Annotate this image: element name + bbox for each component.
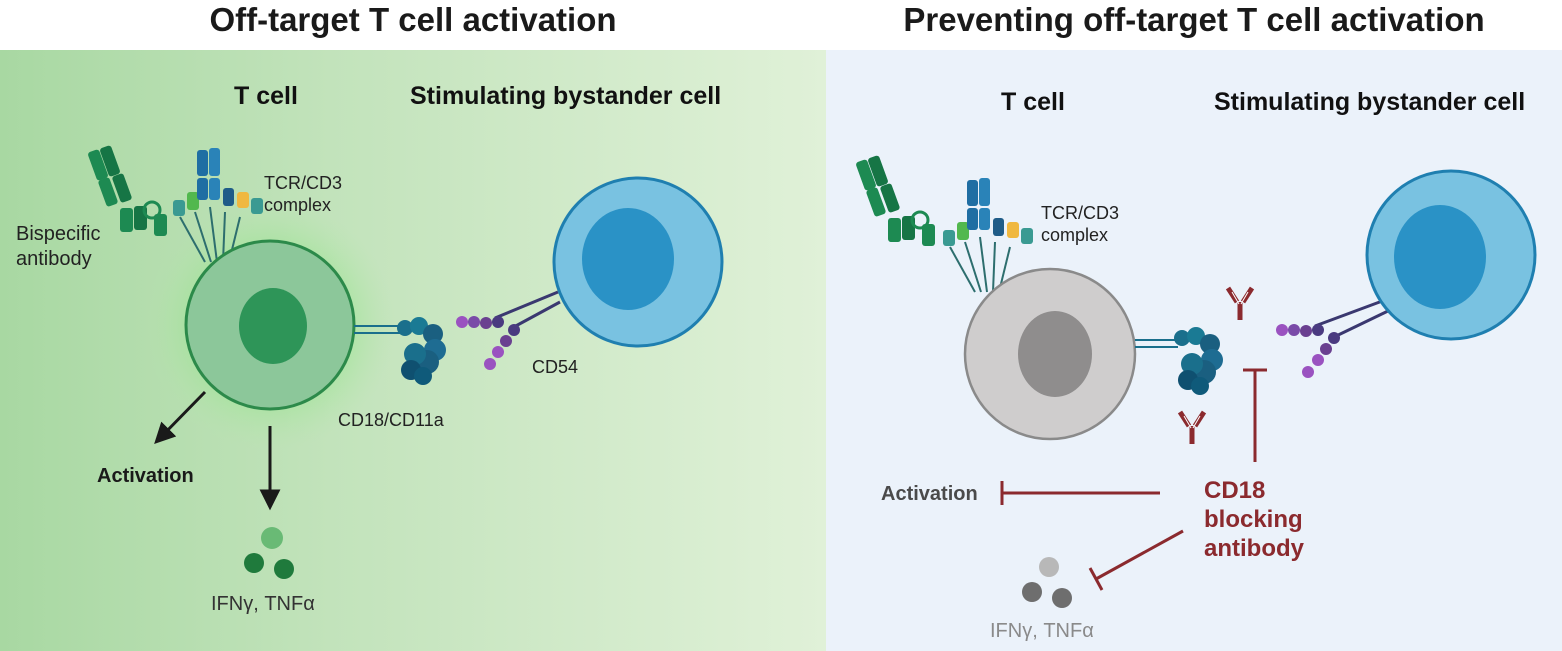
- t-cell-label-right: T cell: [1001, 88, 1065, 116]
- inhibition-marker-activation: [1000, 481, 1160, 505]
- bispecific-antibody-icon-right: [853, 153, 937, 248]
- bystander-nucleus-right: [1394, 205, 1486, 309]
- t-cell-nucleus-inactive: [1018, 311, 1092, 397]
- activation-label: Activation: [97, 465, 194, 487]
- cd18-cd11a-integrin-icon: [397, 317, 446, 385]
- cd54-icam-icon: [456, 290, 561, 370]
- bystander-nucleus: [582, 208, 674, 310]
- cytokine-molecules-icon-right: [1022, 557, 1072, 608]
- cytokines-label-right: IFNγ, TNFα: [990, 620, 1094, 642]
- inhibition-marker-integrin: [1243, 368, 1267, 462]
- blocking-antibody-icon-1: [1228, 288, 1252, 320]
- bystander-cell-label: Stimulating bystander cell: [410, 82, 722, 110]
- activation-label-right: Activation: [881, 483, 978, 505]
- t-cell-label: T cell: [234, 82, 298, 110]
- cd54-label: CD54: [532, 357, 579, 377]
- right-panel: [826, 50, 1562, 651]
- right-panel-title: Preventing off-target T cell activation: [903, 1, 1485, 38]
- cd18-integrin-icon-right: [1174, 327, 1223, 395]
- tcr-cd3-label-right: TCR/CD3 complex: [1041, 203, 1120, 245]
- inhibition-marker-cytokines: [1088, 529, 1184, 591]
- cd18-blocking-antibody-label: CD18 blocking antibody: [1204, 477, 1304, 562]
- bispecific-antibody-label: Bispecific antibody: [16, 223, 101, 270]
- cd54-icam-icon-right: [1276, 298, 1389, 378]
- tcr-cd3-label: TCR/CD3 complex: [264, 173, 343, 215]
- cytokine-molecules-icon: [244, 527, 294, 579]
- t-cell-nucleus-active: [239, 288, 307, 364]
- blocking-antibody-icon-2: [1180, 412, 1204, 444]
- bystander-cell-label-right: Stimulating bystander cell: [1214, 88, 1526, 116]
- activation-arrow: [154, 390, 207, 445]
- cd18-cd11a-label: CD18/CD11a: [338, 410, 444, 430]
- left-panel-title: Off-target T cell activation: [209, 1, 617, 38]
- cytokines-label: IFNγ, TNFα: [211, 593, 315, 615]
